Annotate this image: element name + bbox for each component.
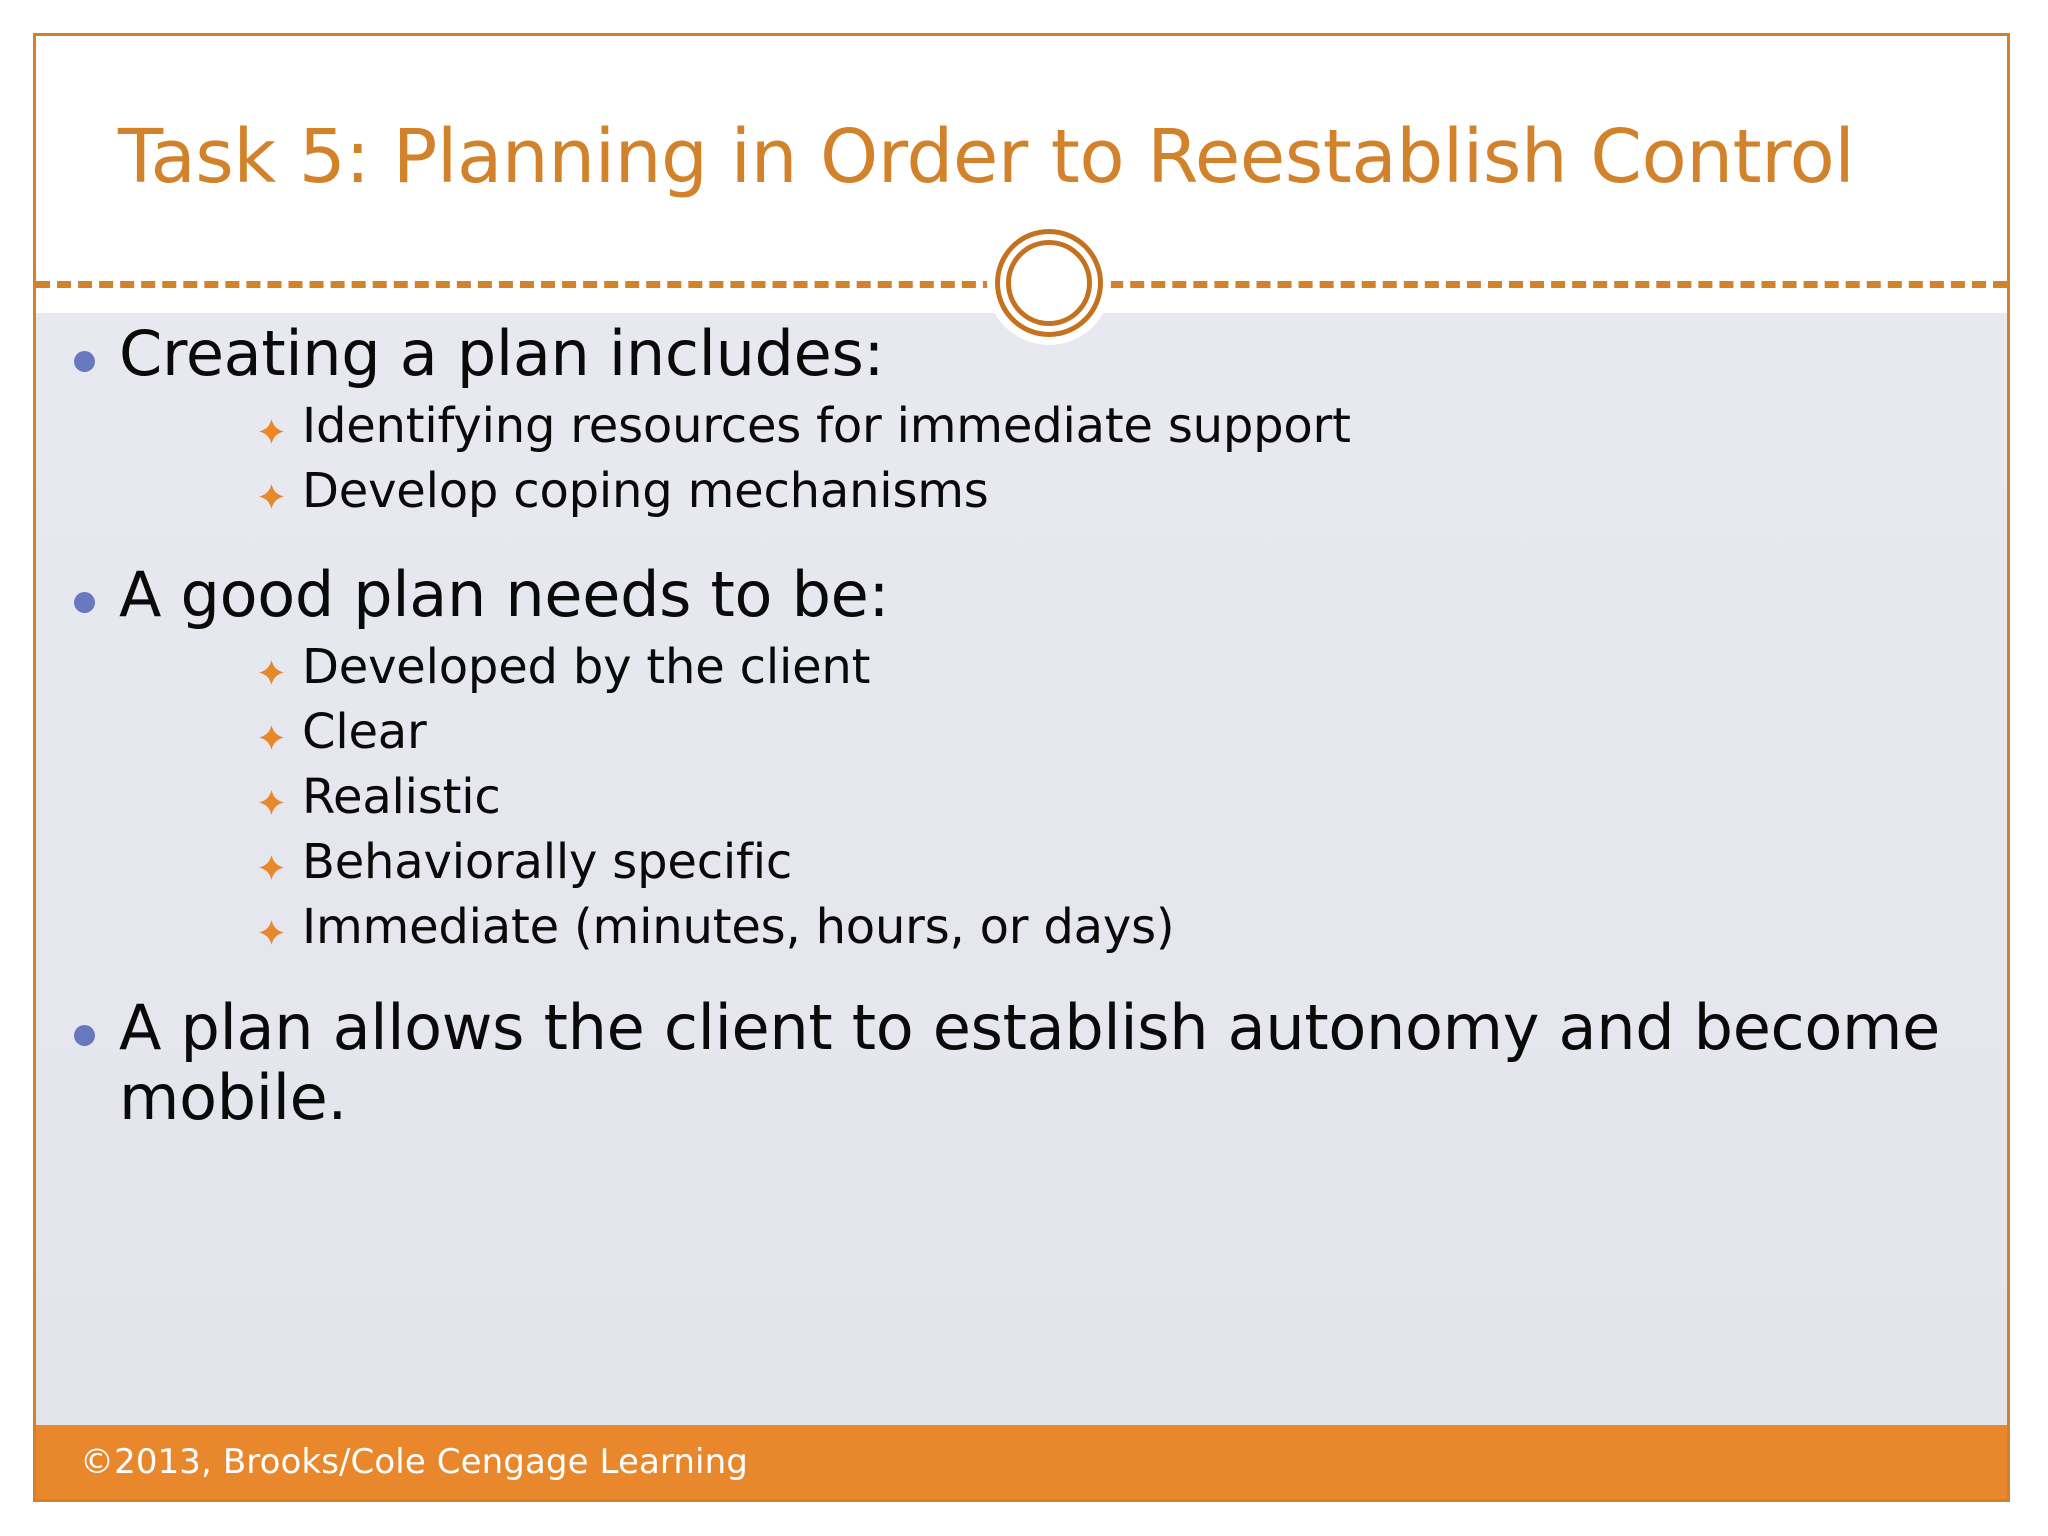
bullet-block-1: Creating a plan includes: — [36, 319, 2007, 388]
four-point-star-bullet-icon — [258, 919, 285, 946]
list-item: Identifying resources for immediate supp… — [36, 400, 2007, 453]
sub-bullet-group-1: Identifying resources for immediate supp… — [36, 400, 2007, 518]
filled-circle-bullet-icon — [74, 1025, 95, 1047]
bullet-content: Creating a plan includes: Identifying re… — [36, 313, 2007, 1132]
sub-bullet-text: Developed by the client — [302, 639, 871, 696]
bullet-heading: A good plan needs to be: — [119, 558, 890, 632]
ring-outer — [995, 229, 1103, 337]
list-item: Develop coping mechanisms — [36, 465, 2007, 518]
bullet-block-2: A good plan needs to be: — [36, 560, 2007, 629]
sub-bullet-text: Develop coping mechanisms — [302, 463, 989, 520]
sub-bullet-group-2: Developed by the client Clear — [36, 641, 2007, 953]
bullet-heading: A plan allows the client to establish au… — [119, 991, 1940, 1134]
block-spacer — [36, 518, 2007, 560]
block-spacer — [36, 953, 2007, 993]
sub-bullet-text: Behaviorally specific — [302, 833, 793, 890]
copyright-text: ©2013, Brooks/Cole Cengage Learning — [80, 1442, 748, 1482]
list-item: Behaviorally specific — [36, 836, 2007, 889]
presentation-slide: Task 5: Planning in Order to Reestablish… — [33, 33, 2010, 1502]
double-ring-ornament-icon — [987, 221, 1111, 345]
bullet-heading: Creating a plan includes: — [119, 317, 885, 390]
four-point-star-bullet-icon — [258, 724, 285, 751]
sub-bullet-text: Identifying resources for immediate supp… — [302, 398, 1351, 455]
slide-footer: ©2013, Brooks/Cole Cengage Learning — [36, 1425, 2007, 1499]
four-point-star-bullet-icon — [258, 418, 285, 445]
list-item: Immediate (minutes, hours, or days) — [36, 898, 2007, 955]
page-title: Task 5: Planning in Order to Reestablish… — [118, 114, 1855, 200]
filled-circle-bullet-icon — [74, 351, 95, 372]
list-item: Developed by the client — [36, 641, 2007, 694]
filled-circle-bullet-icon — [74, 592, 95, 614]
list-item: Realistic — [36, 771, 2007, 824]
sub-bullet-text: Immediate (minutes, hours, or days) — [302, 898, 1175, 955]
four-point-star-bullet-icon — [258, 483, 285, 510]
list-item: Clear — [36, 706, 2007, 759]
sub-bullet-text: Clear — [302, 704, 427, 761]
bullet-block-3: A plan allows the client to establish au… — [36, 993, 2007, 1132]
ring-inner — [1006, 240, 1092, 326]
four-point-star-bullet-icon — [258, 789, 285, 816]
four-point-star-bullet-icon — [258, 854, 285, 881]
four-point-star-bullet-icon — [258, 659, 285, 686]
sub-bullet-text: Realistic — [302, 769, 501, 826]
slide-body: Creating a plan includes: Identifying re… — [36, 313, 2007, 1431]
